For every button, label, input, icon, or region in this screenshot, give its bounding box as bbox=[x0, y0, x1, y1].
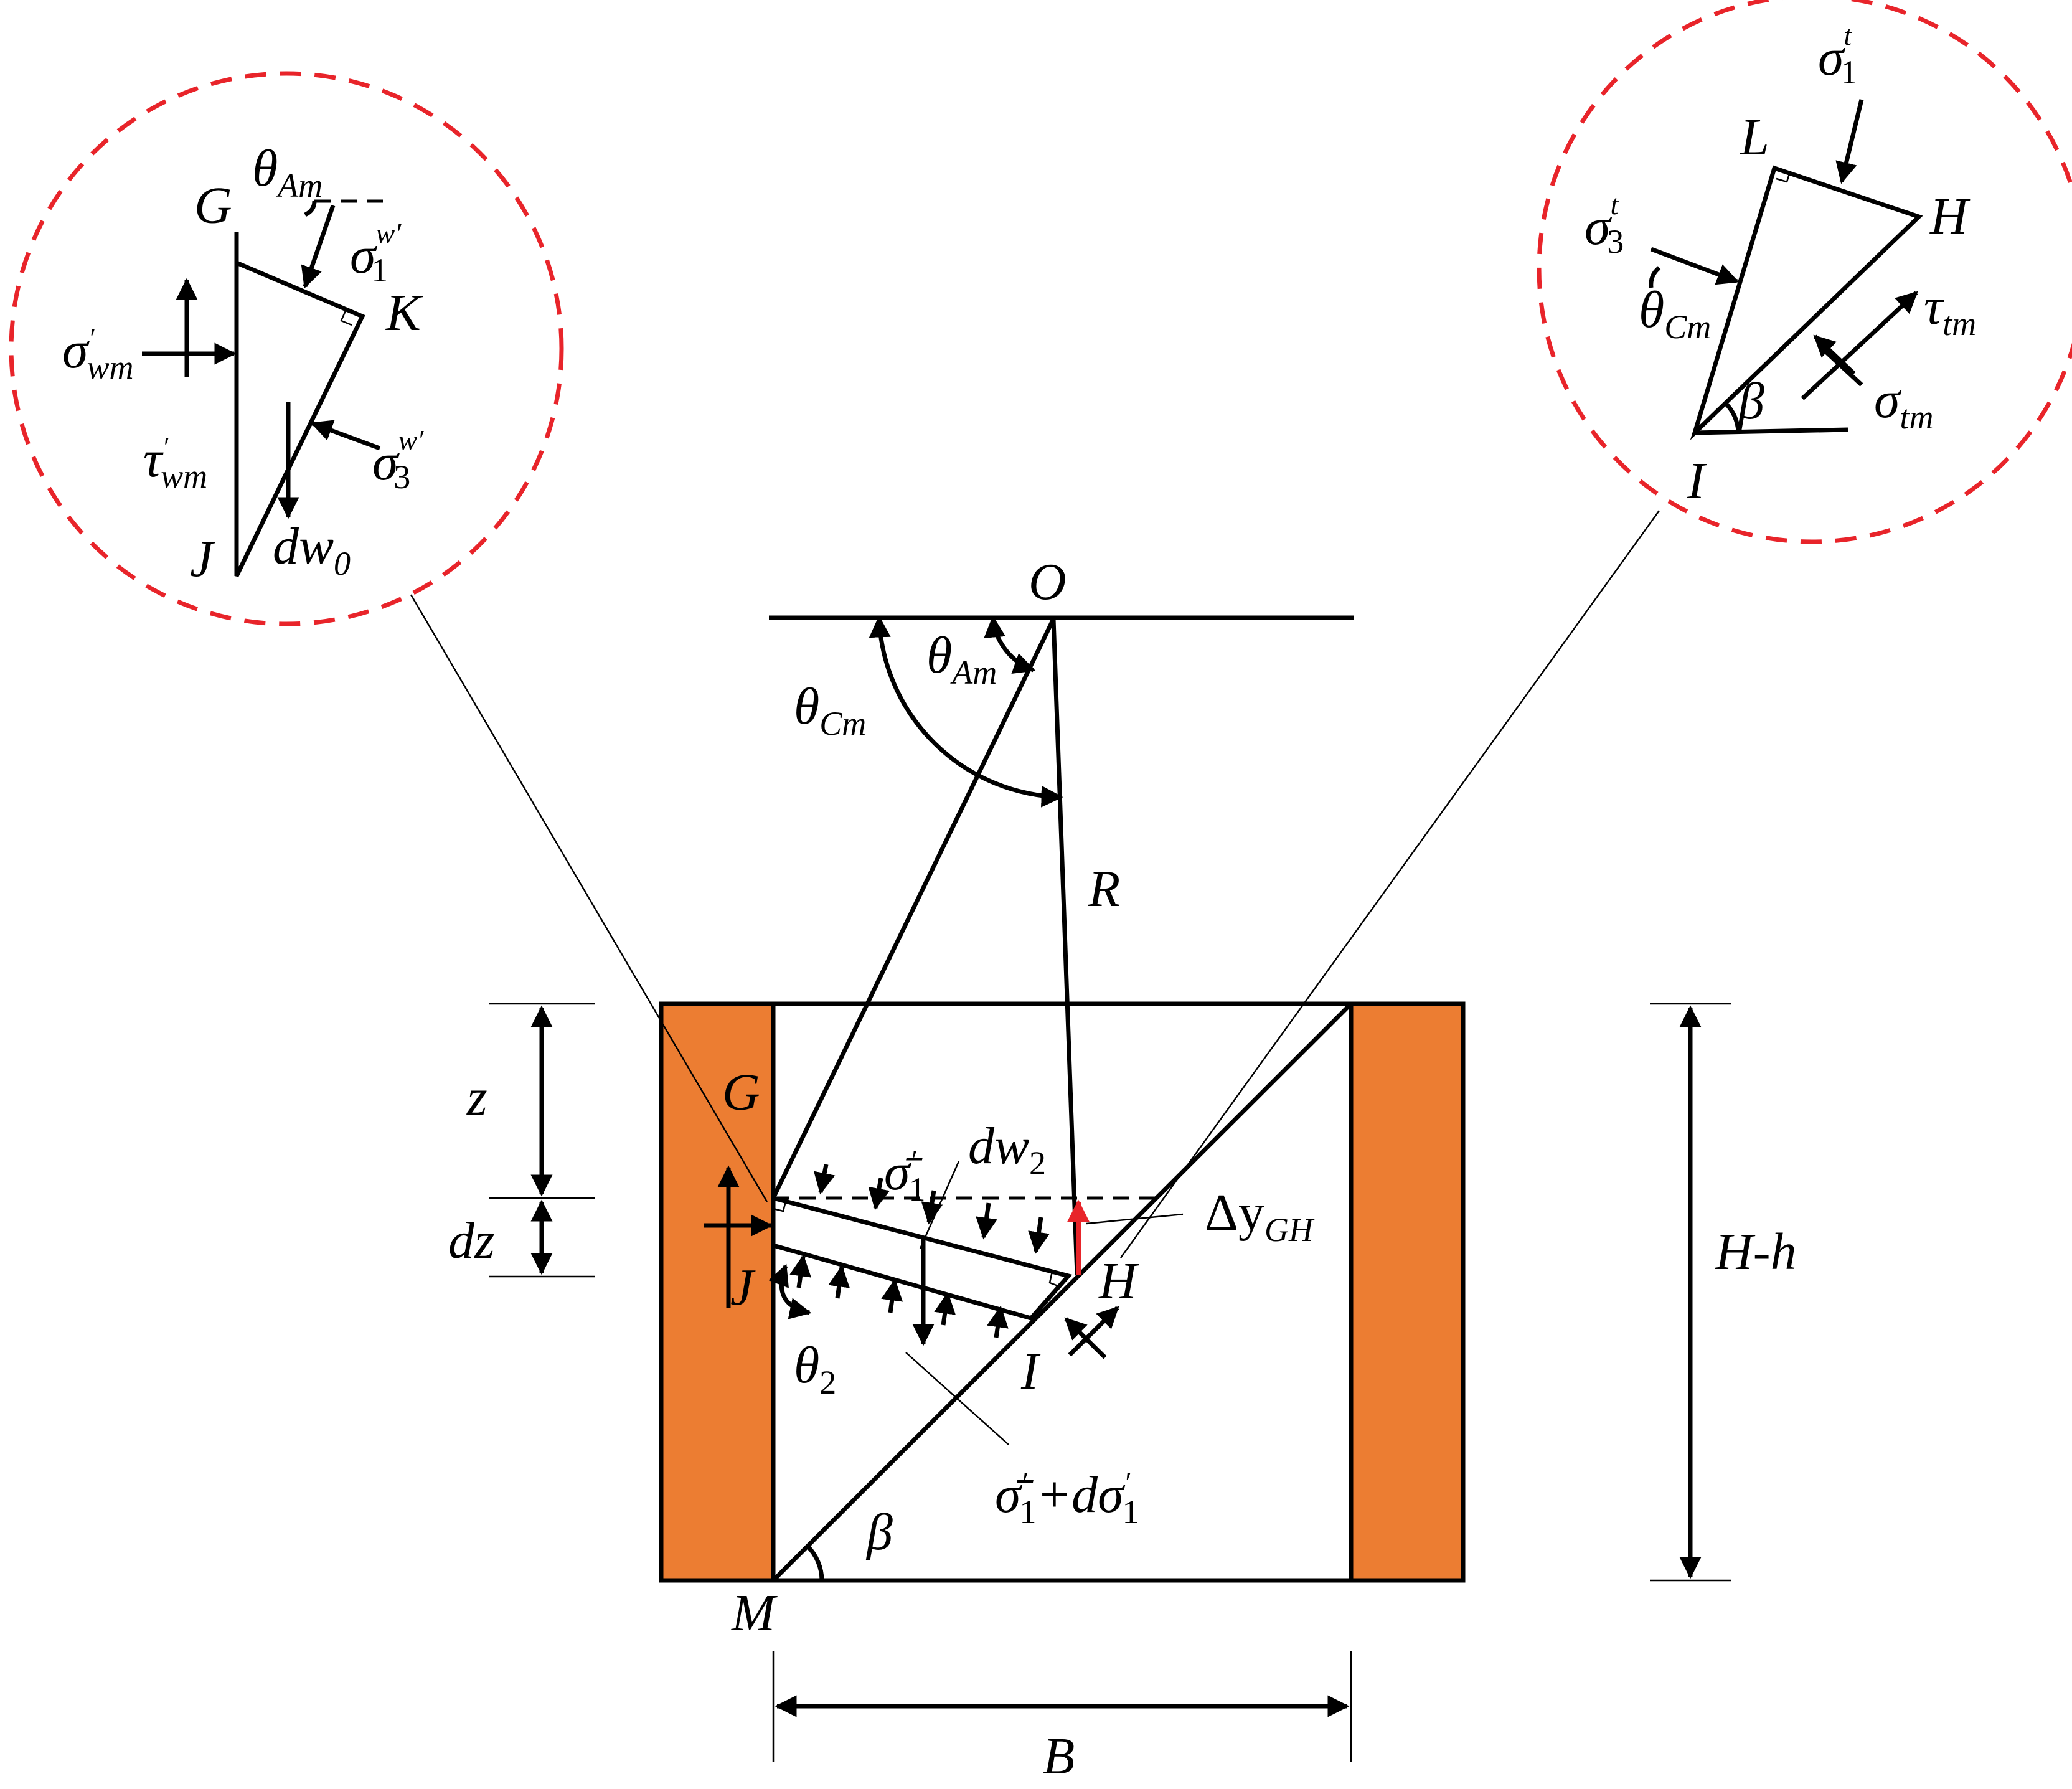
left-label-G: G bbox=[194, 177, 232, 235]
label-theta-am: θAm bbox=[926, 626, 997, 691]
right-theta-cm-arc bbox=[1649, 266, 1661, 288]
bottom-stress-leader bbox=[905, 1352, 1009, 1445]
left-wall bbox=[659, 1001, 776, 1583]
right-inset-circle bbox=[1537, 0, 2072, 544]
dimension-b bbox=[772, 1651, 1352, 1762]
left-label-sigma-1-w: σw′1 bbox=[350, 217, 402, 289]
label-delta-y-gh: ΔyGH bbox=[1205, 1184, 1315, 1249]
right-label-beta: β bbox=[1737, 372, 1764, 430]
theta-am-arc bbox=[984, 615, 1036, 674]
right-label-H: H bbox=[1929, 187, 1971, 245]
left-inset-leader bbox=[410, 594, 768, 1202]
right-label-I: I bbox=[1687, 452, 1707, 510]
left-label-tau-wm: τ′wm bbox=[143, 430, 207, 495]
dimension-z bbox=[489, 1003, 595, 1278]
left-inset-circle bbox=[9, 71, 564, 626]
right-inset-detail bbox=[1537, 0, 2072, 544]
label-J: J bbox=[730, 1258, 756, 1316]
dw2-leader bbox=[919, 1161, 960, 1249]
beta-angle-arc bbox=[806, 1544, 824, 1581]
label-beta: β bbox=[865, 1503, 893, 1561]
left-theta-am-arc bbox=[304, 201, 317, 217]
right-label-L: L bbox=[1740, 108, 1769, 166]
dimension-h-minus-h bbox=[1650, 1003, 1731, 1582]
slip-shear-arrow bbox=[1068, 1306, 1119, 1357]
left-label-J: J bbox=[190, 530, 215, 588]
slip-line-MH bbox=[771, 1002, 1353, 1582]
right-label-tau-tm: τtm bbox=[1924, 278, 1976, 342]
label-dz: dz bbox=[448, 1212, 495, 1270]
label-dw2: dw2 bbox=[968, 1117, 1046, 1182]
arch-geometry bbox=[769, 615, 1354, 1276]
label-sigma-bar-1: σ̄′1 bbox=[884, 1143, 926, 1208]
left-label-K: K bbox=[385, 284, 423, 342]
left-label-dw0: dw0 bbox=[273, 517, 351, 582]
theta-cm-arc bbox=[869, 615, 1063, 808]
label-h-minus-h: H-h bbox=[1715, 1223, 1797, 1281]
right-inset-triangle bbox=[1690, 165, 1923, 440]
label-H: H bbox=[1098, 1252, 1139, 1310]
label-theta-cm: θCm bbox=[794, 677, 866, 742]
right-beta-arc bbox=[1724, 402, 1741, 432]
backfill-box bbox=[659, 1001, 1466, 1583]
left-label-sigma-wm: σ′wm bbox=[62, 321, 134, 386]
top-stress-arrows bbox=[814, 1164, 1050, 1254]
delta-y-gh-leader bbox=[1086, 1213, 1184, 1225]
label-B: B bbox=[1043, 1727, 1075, 1785]
label-M: M bbox=[731, 1584, 778, 1642]
label-theta-2: θ2 bbox=[794, 1336, 836, 1401]
left-inset-triangle bbox=[234, 259, 365, 577]
right-wall bbox=[1349, 1001, 1466, 1583]
right-label-sigma-tm: σtm bbox=[1874, 371, 1933, 436]
left-label-theta-am: θAm bbox=[252, 139, 323, 204]
label-O: O bbox=[1029, 553, 1067, 611]
slice-element-GHIJ bbox=[771, 1195, 1073, 1321]
right-angle-mark-G bbox=[773, 1201, 787, 1212]
right-inset-leader bbox=[1119, 510, 1660, 1258]
right-label-theta-cm: θCm bbox=[1639, 281, 1711, 346]
right-angle-mark-H bbox=[1048, 1271, 1060, 1288]
label-R: R bbox=[1088, 860, 1120, 918]
label-I: I bbox=[1020, 1343, 1041, 1400]
label-z: z bbox=[466, 1069, 487, 1126]
left-label-sigma-3-w: σw′3 bbox=[372, 424, 424, 496]
theta-2-arc bbox=[768, 1263, 812, 1319]
radius-line-R bbox=[1051, 618, 1080, 1276]
differential-slice bbox=[704, 1161, 1184, 1445]
left-inset-detail bbox=[9, 71, 564, 626]
label-G: G bbox=[722, 1064, 760, 1121]
label-sigma-bar-1-plus-d: σ̄′1+dσ′1 bbox=[995, 1466, 1139, 1531]
